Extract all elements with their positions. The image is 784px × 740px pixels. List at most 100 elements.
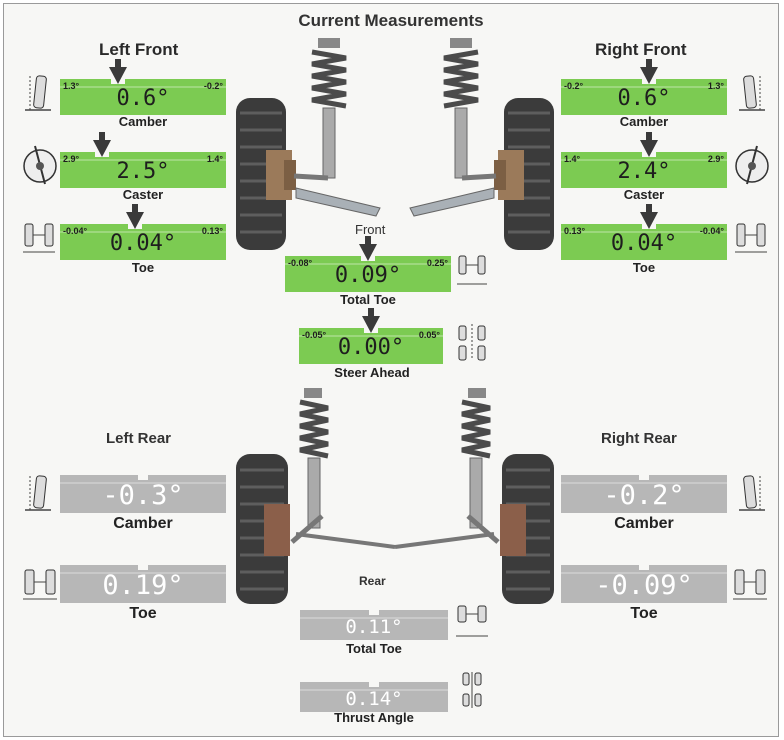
gauge-bar-highlight [60,572,226,574]
gauge-value: 2.4° [617,159,671,184]
right-front-camber-label: Camber [619,114,669,129]
gauge-value: -0.3° [102,480,184,511]
right-front-title: Right Front [595,40,687,59]
left-front-caster-label: Caster [122,187,164,202]
caster-wheel-icon [735,145,769,185]
gauge-max-limit: 0.05° [418,330,440,340]
gauge-bar [60,79,226,115]
gauge-pointer-arrow [126,204,144,229]
left-rear-title: Left Rear [106,430,172,447]
gauge-bar [561,152,727,188]
gauge-min-limit: 1.4° [564,154,581,164]
gauge-bar-highlight [299,335,443,337]
gauge-bar-highlight [300,617,448,619]
front-suspension-illustration [236,38,554,250]
right-rear-camber-gauge: -0.2° [561,467,727,513]
left-front-caster-gauge: 2.9° 1.4° 2.5° [60,132,226,188]
left-front-wheel [236,98,296,250]
left-front-title: Left Front [99,40,179,59]
left-front-toe-gauge: -0.04° 0.13° 0.04° [60,204,226,260]
gauge-value: 0.00° [337,335,405,360]
gauge-bar [60,565,226,603]
gauge-value: -0.09° [595,570,693,601]
rear-total-toe-gauge: 0.11° [300,604,448,640]
gauge-min-limit: -0.04° [63,226,88,236]
left-front-camber-gauge: 1.3° -0.2° 0.6° [60,59,226,115]
gauge-bar-highlight [561,231,727,233]
front-total-toe-label: Total Toe [340,292,396,307]
gauge-bar-highlight [60,86,226,88]
right-front-toe-gauge: 0.13° -0.04° 0.04° [561,204,727,260]
front-total-toe-gauge: -0.08° 0.25° 0.09° [285,236,451,292]
toe-wheel-icon [23,569,57,600]
gauge-value: 0.04° [610,231,678,256]
right-front-toe-label: Toe [632,260,656,275]
gauge-value: 0.04° [109,231,177,256]
thrust-angle-label: Thrust Angle [334,710,414,725]
gauge-bar-highlight [561,482,727,484]
right-front-wheel [494,98,554,250]
toe-wheel-icon [733,569,767,600]
gauge-value: 2.5° [116,159,170,184]
right-rear-camber-label: Camber [614,515,674,532]
gauge-value: 0.6° [617,86,671,111]
gauge-max-limit: 1.3° [707,81,724,91]
steer-ahead-gauge: -0.05° 0.05° 0.00° [299,308,443,364]
gauge-value: 0.09° [334,263,402,288]
measurements-screen: Current Measurements Left Front Right Fr… [3,3,779,737]
gauge-bar [60,152,226,188]
left-front-camber-label: Camber [118,114,168,129]
right-rear-toe-gauge: -0.09° [561,557,727,603]
gauge-pointer-arrow [640,204,658,229]
gauge-pointer-arrow [359,236,377,261]
camber-wheel-icon [739,75,765,111]
right-rear-toe-label: Toe [630,605,658,622]
total-toe-car-icon [456,605,488,637]
gauge-min-limit: 2.9° [63,154,80,164]
left-rear-camber-label: Camber [113,515,173,532]
gauge-bar [300,610,448,640]
gauge-bar [60,224,226,260]
gauge-min-limit: 0.13° [564,226,586,236]
right-rear-title: Right Rear [601,430,677,447]
steer-ahead-label: Steer Ahead [334,365,410,380]
gauge-bar [561,475,727,513]
gauge-max-limit: 0.25° [426,258,448,268]
camber-wheel-icon [25,75,51,111]
gauge-max-limit: 0.13° [201,226,223,236]
right-rear-wheel [500,454,554,604]
steer-ahead-car-icon [458,324,486,361]
gauge-bar [60,475,226,513]
toe-wheel-icon [23,223,55,253]
gauge-bar [299,328,443,364]
camber-wheel-icon [25,475,51,511]
left-rear-strut [290,388,396,549]
gauge-max-limit: -0.04° [699,226,724,236]
right-rear-strut [394,388,500,549]
left-rear-camber-gauge: -0.3° [60,467,226,513]
total-toe-car-icon [457,255,487,285]
gauge-value: 0.14° [345,688,403,710]
gauge-pointer-arrow [109,59,127,84]
gauge-bar [285,256,451,292]
gauge-bar-highlight [60,482,226,484]
gauge-pointer-arrow [362,308,380,333]
left-rear-toe-label: Toe [129,605,157,622]
front-axle-label: Front [355,222,386,237]
rear-suspension-illustration [236,388,554,604]
gauge-bar-highlight [300,689,448,691]
thrust-angle-gauge: 0.14° [300,676,448,712]
gauge-pointer-arrow [640,132,658,157]
gauge-bar-highlight [60,159,226,161]
right-front-caster-gauge: 1.4° 2.9° 2.4° [561,132,727,188]
right-front-strut [409,38,497,217]
thrust-angle-car-icon [462,672,482,708]
gauge-value: 0.19° [102,570,184,601]
left-front-strut [293,38,381,217]
right-front-camber-gauge: -0.2° 1.3° 0.6° [561,59,727,115]
gauge-min-limit: 1.3° [63,81,80,91]
rear-total-toe-label: Total Toe [346,641,402,656]
caster-wheel-icon [23,145,57,185]
gauge-min-limit: -0.08° [288,258,313,268]
gauge-max-limit: 1.4° [206,154,223,164]
